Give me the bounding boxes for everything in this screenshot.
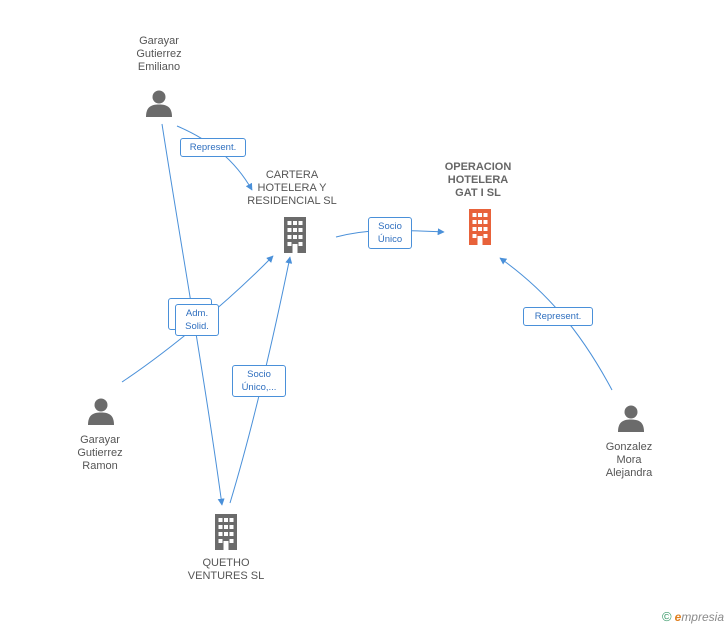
edge-label-socio-unico[interactable]: Socio Único: [368, 217, 412, 249]
building-icon: [469, 209, 491, 245]
node-label-cartera[interactable]: CARTERA HOTELERA Y RESIDENCIAL SL: [232, 169, 352, 208]
edge-label-line: Único,...: [241, 382, 277, 393]
person-icon: [146, 90, 172, 117]
edge-label-adm-solid[interactable]: Adm. Solid.: [175, 304, 219, 336]
node-label-alejandra[interactable]: Gonzalez Mora Alejandra: [579, 441, 679, 480]
edge-label-line: Único: [377, 234, 403, 245]
edge-label-socio-unico-more[interactable]: Socio Único,...: [232, 365, 286, 397]
node-label-line: GAT I SL: [455, 187, 501, 199]
building-icon: [284, 217, 306, 253]
node-label-line: Garayar: [139, 35, 179, 47]
building-icon: [215, 514, 237, 550]
node-label-line: RESIDENCIAL SL: [247, 195, 337, 207]
node-label-line: Emiliano: [137, 61, 181, 73]
node-label-line: VENTURES SL: [187, 570, 265, 582]
edge-label-line: Socio: [247, 369, 271, 380]
empresia-watermark: ©empresia: [662, 609, 724, 624]
node-label-line: CARTERA: [265, 169, 319, 181]
node-label-emiliano[interactable]: Garayar Gutierrez Emiliano: [109, 35, 209, 74]
brand-logo-initial: e: [674, 610, 682, 624]
edge-label-line: Adm.: [185, 308, 209, 319]
node-label-operacion[interactable]: OPERACION HOTELERA GAT I SL: [428, 161, 528, 200]
edge-label-line: Represent.: [534, 311, 582, 322]
brand-logo-text: mpresia: [681, 610, 724, 624]
node-label-line: Alejandra: [605, 467, 653, 479]
node-label-ramon[interactable]: Garayar Gutierrez Ramon: [50, 434, 150, 473]
node-label-line: Ramon: [82, 460, 118, 472]
node-label-line: OPERACION: [444, 161, 512, 173]
node-label-line: Gutierrez: [136, 48, 182, 60]
edge-label-line: Solid.: [185, 321, 209, 332]
edge-label-line: Represent.: [189, 142, 237, 153]
node-label-line: Gonzalez: [605, 441, 653, 453]
person-icon: [88, 398, 114, 425]
node-label-quetho[interactable]: QUETHO VENTURES SL: [176, 557, 276, 583]
node-label-line: QUETHO: [202, 557, 250, 569]
edge-label-line: Socio: [378, 221, 402, 232]
node-label-line: Mora: [616, 454, 642, 466]
copyright-symbol: ©: [662, 609, 672, 624]
node-label-line: Garayar: [80, 434, 120, 446]
edge-label-represent-emiliano[interactable]: Represent.: [180, 138, 246, 157]
node-label-line: HOTELERA: [447, 174, 509, 186]
node-label-line: Gutierrez: [77, 447, 123, 459]
person-icon: [618, 405, 644, 432]
edge-label-represent-alejandra[interactable]: Represent.: [523, 307, 593, 326]
node-label-line: HOTELERA Y: [257, 182, 327, 194]
